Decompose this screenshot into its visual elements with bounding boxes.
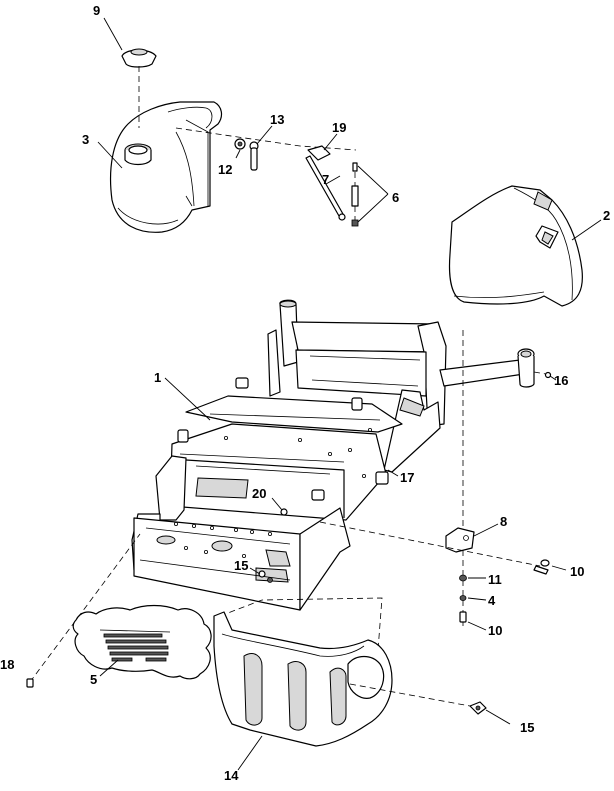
callout-12: 12 <box>218 162 232 177</box>
callout-labels: 9 3 12 13 19 7 6 2 1 16 17 20 8 10 11 4 … <box>0 3 610 783</box>
callout-13: 13 <box>270 112 284 127</box>
fitting-12 <box>234 138 246 150</box>
fuel-cap <box>121 48 157 68</box>
fender-panel <box>448 185 583 307</box>
bolt-10-upper <box>533 559 550 575</box>
callout-16: 15 <box>520 720 534 735</box>
callout-10-upper: 10 <box>570 564 584 579</box>
axle-tube <box>439 348 552 388</box>
bolt-17 <box>258 570 273 583</box>
callout-3: 3 <box>82 132 89 147</box>
callout-9: 9 <box>93 3 100 18</box>
callout-15-upper: 16 <box>554 373 568 388</box>
callout-19: 19 <box>332 120 346 135</box>
main-frame <box>131 299 447 611</box>
fitting-13 <box>249 141 259 171</box>
bolt-10-lower <box>459 611 467 623</box>
fuel-tank <box>109 101 223 233</box>
callout-2: 2 <box>603 208 610 223</box>
callout-5: 5 <box>90 672 97 687</box>
leader-lines <box>97 17 602 771</box>
grille-panel <box>72 604 212 680</box>
skid-plate <box>213 611 393 747</box>
callout-17: 15 <box>234 558 248 573</box>
callout-7: 7 <box>322 172 329 187</box>
bracket-8 <box>445 527 475 553</box>
callout-1: 1 <box>154 370 161 385</box>
skid-alignment-line <box>219 597 383 651</box>
callout-14: 14 <box>224 768 239 783</box>
callout-4: 4 <box>488 593 496 608</box>
bolt-20 <box>280 508 288 516</box>
callout-18: 18 <box>0 657 14 672</box>
rod-7 <box>305 155 346 221</box>
bolt-18 <box>26 678 34 688</box>
callout-15-lower: 17 <box>400 470 414 485</box>
callout-10-lower: 10 <box>488 623 502 638</box>
pin-6 <box>351 162 359 227</box>
skid-bolt-alignment-line <box>349 683 471 707</box>
bolt-16 <box>469 701 487 715</box>
callout-20: 20 <box>252 486 266 501</box>
mount-alignment-line <box>319 521 541 567</box>
washer-11 <box>459 574 467 582</box>
callout-11: 11 <box>488 572 502 587</box>
fuel-line-dashed <box>175 127 357 151</box>
callout-8: 8 <box>500 514 507 529</box>
washer-4 <box>459 595 467 601</box>
grille-alignment-line <box>29 533 141 683</box>
callout-6: 6 <box>392 190 399 205</box>
